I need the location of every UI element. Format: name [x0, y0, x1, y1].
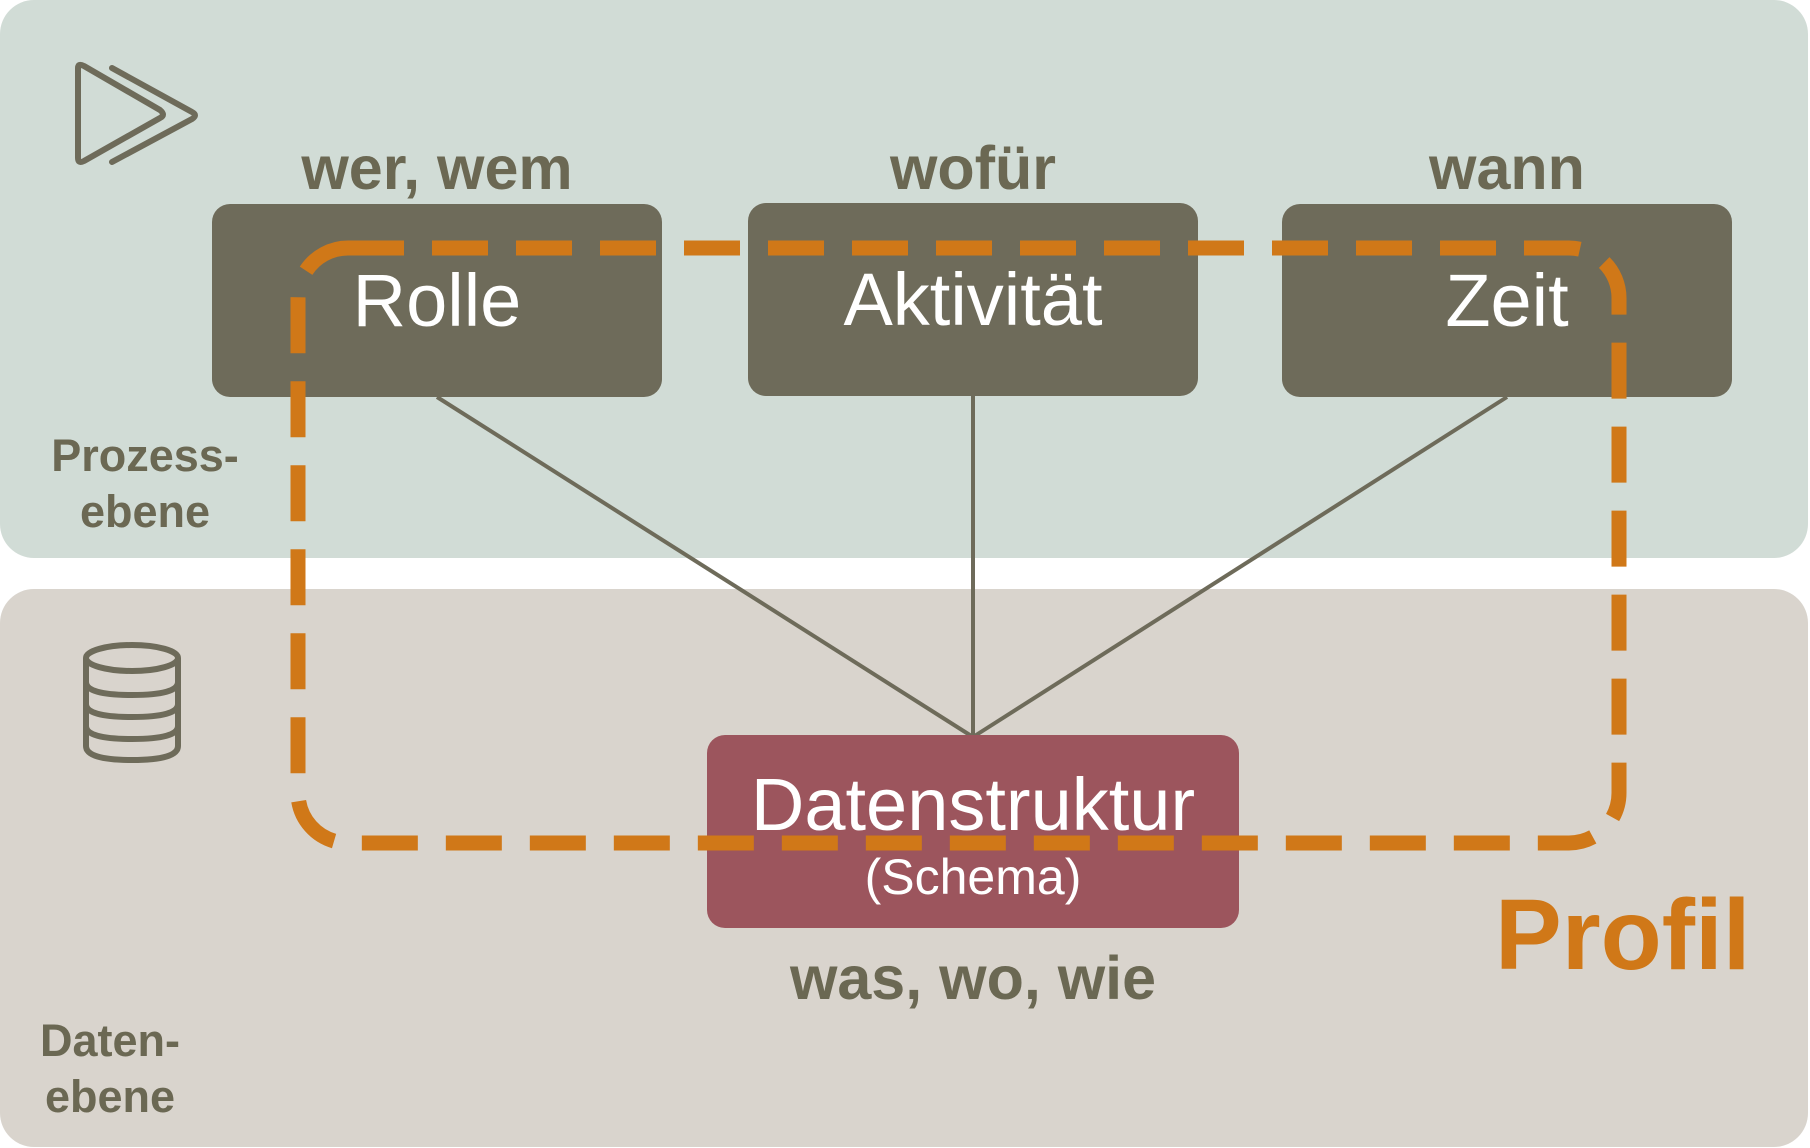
data-layer-label-line1: Daten-: [39, 1015, 180, 1066]
node-zeit: Zeit: [1282, 204, 1732, 397]
question-datenstruktur: was, wo, wie: [789, 944, 1157, 1012]
question-rolle: wer, wem: [301, 134, 573, 202]
node-aktivitaet: Aktivität: [748, 203, 1198, 396]
question-aktivitaet: wofür: [889, 134, 1057, 202]
data-layer-label: Daten- ebene: [0, 1013, 220, 1125]
question-zeit: wann: [1429, 134, 1585, 202]
data-layer-label-line2: ebene: [44, 1071, 176, 1122]
node-datenstruktur: Datenstruktur (Schema): [707, 735, 1239, 928]
database-icon: [83, 642, 181, 764]
node-rolle: Rolle: [212, 204, 662, 397]
connector-zeit: [971, 395, 1509, 739]
node-datenstruktur-sublabel: (Schema): [864, 848, 1082, 905]
node-aktivitaet-label: Aktivität: [843, 257, 1103, 341]
node-zeit-label: Zeit: [1445, 258, 1569, 342]
process-layer-label: Prozess- ebene: [35, 428, 255, 540]
process-layer-label-line2: ebene: [79, 486, 211, 537]
profile-label: Profil: [1495, 879, 1751, 991]
node-datenstruktur-label: Datenstruktur: [750, 762, 1196, 846]
node-rolle-label: Rolle: [352, 258, 522, 342]
fast-forward-icon: [75, 61, 198, 165]
process-layer-label-line1: Prozess-: [51, 430, 239, 481]
connector-rolle: [435, 395, 975, 739]
